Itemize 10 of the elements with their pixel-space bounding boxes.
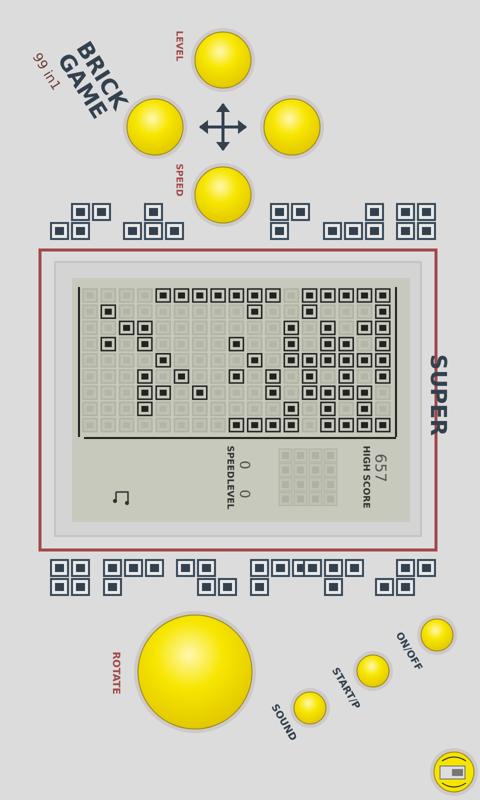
level-digit: 0 (237, 490, 251, 498)
model-label: SUPER (426, 354, 448, 436)
button-label: ROTATE (110, 652, 120, 694)
button-label: SPEED (174, 164, 182, 196)
lcd-label: LEVEL (224, 478, 234, 510)
speed-digit: 0 (237, 460, 251, 470)
score-digits: 657 (372, 454, 388, 482)
button-label: LEVEL (174, 30, 182, 62)
lcd-label: SPEED (224, 446, 234, 478)
lcd-label: HIGH SCORE (360, 446, 370, 508)
